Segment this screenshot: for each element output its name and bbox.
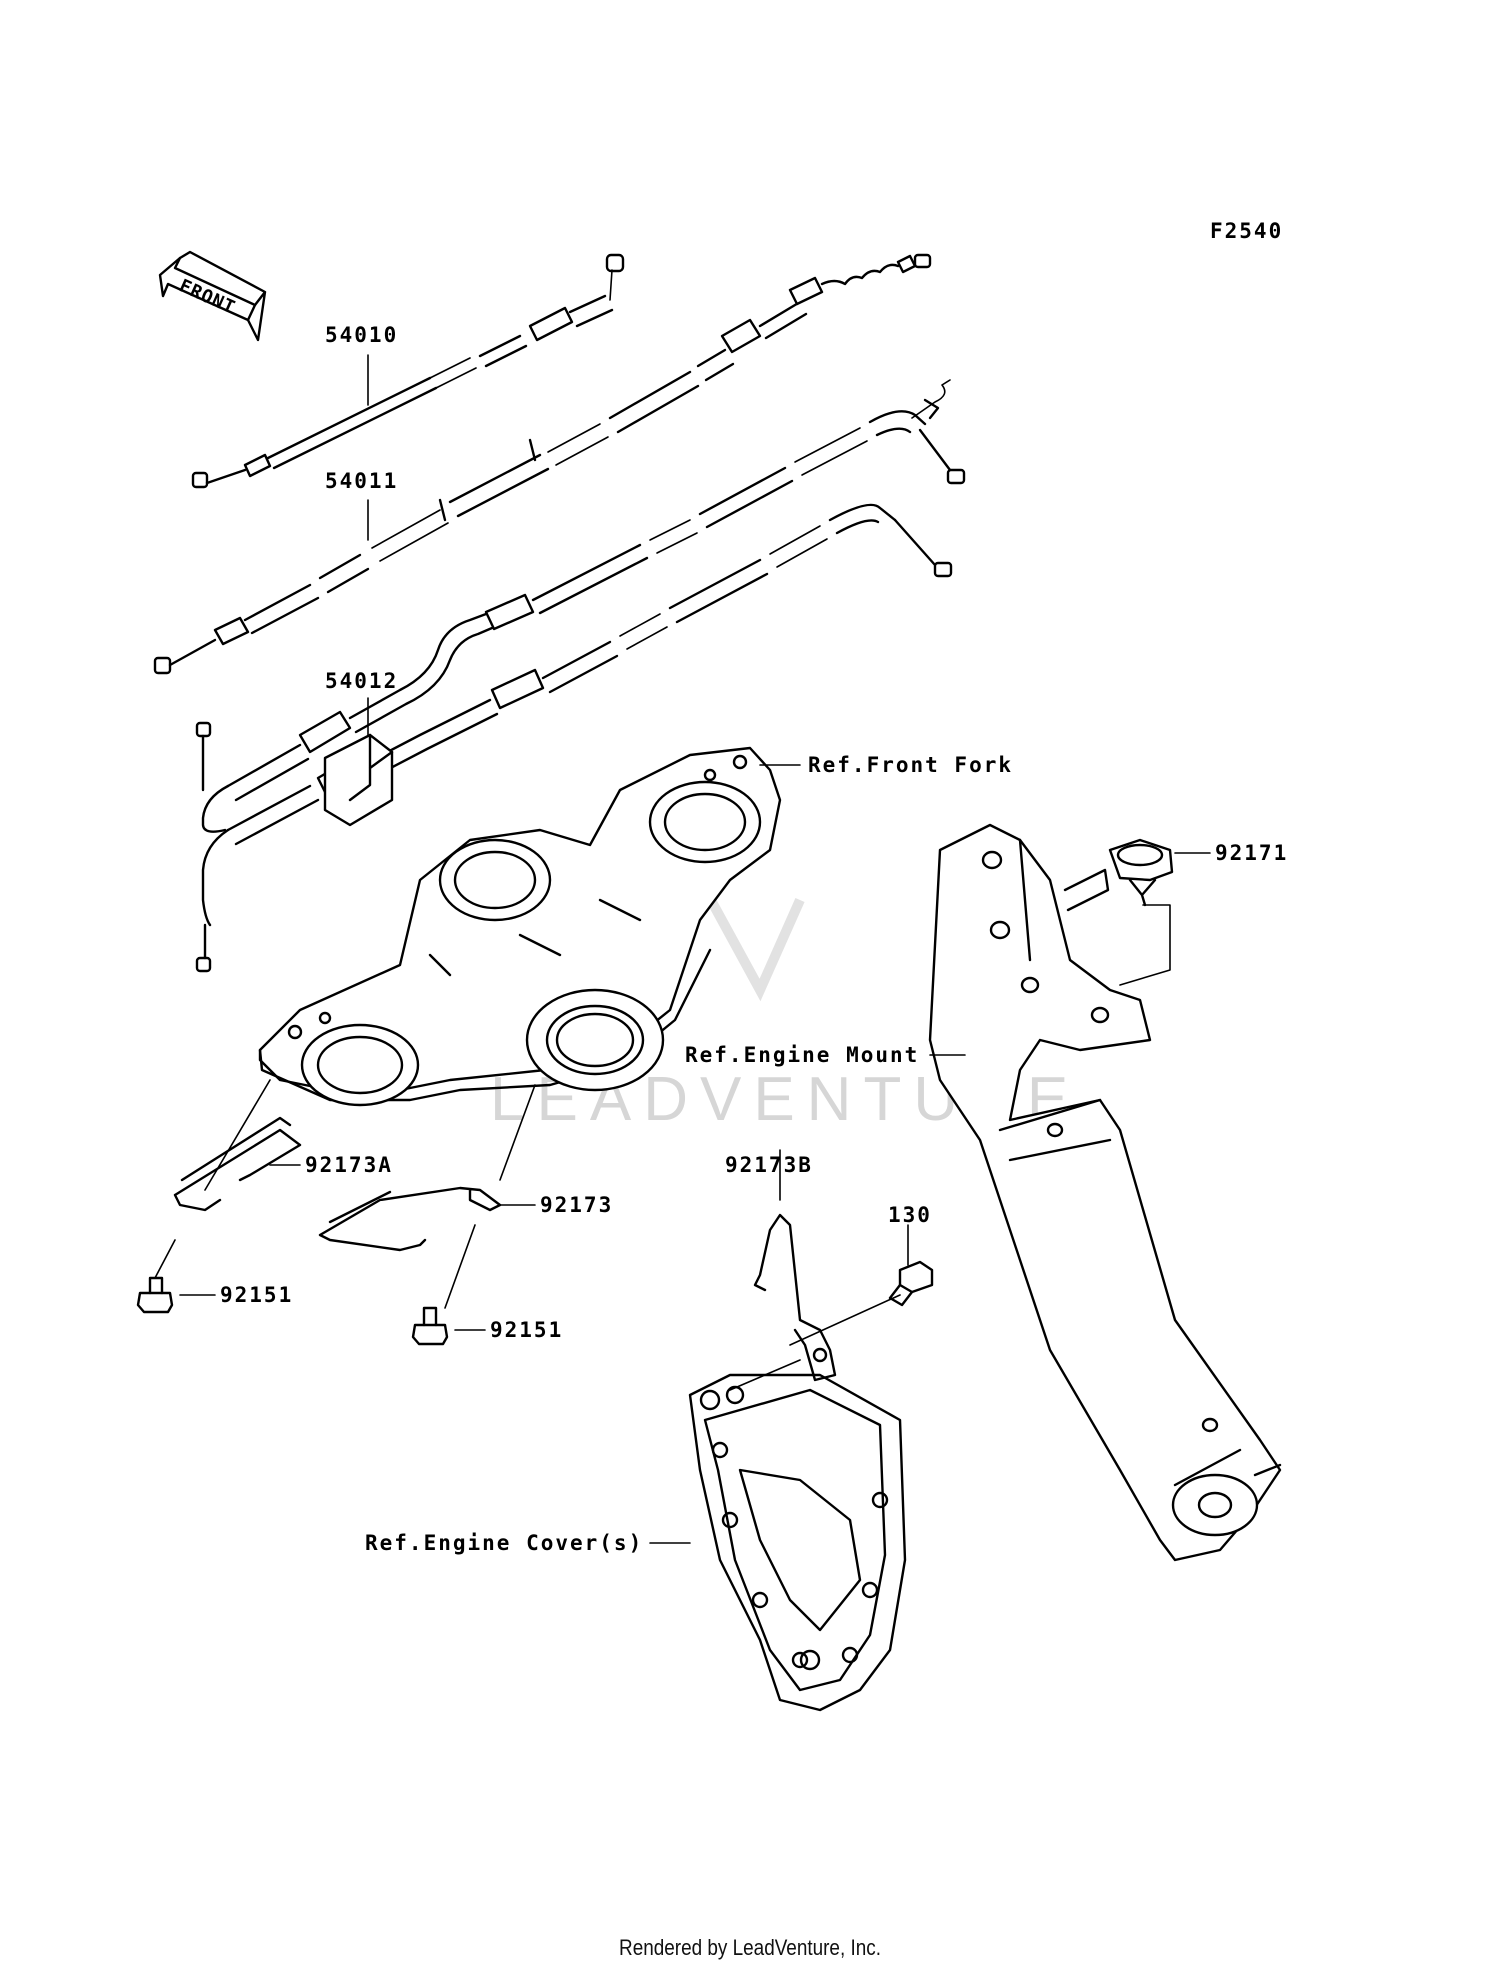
callout-54010: 54010: [325, 323, 398, 347]
callout-92173A: 92173A: [305, 1153, 393, 1177]
callout-54011: 54011: [325, 469, 398, 493]
bracket-92173B: [753, 1213, 837, 1382]
engine-mount: [928, 823, 1282, 1562]
throttle-cable-54011: [153, 253, 932, 675]
leader-lines: [154, 354, 1211, 1544]
callouts: 54010 54011 54012 Ref.Front Fork 92171 R…: [220, 323, 1288, 1555]
throttle-cables-54012: [195, 379, 966, 973]
callout-92173: 92173: [540, 1193, 613, 1217]
clamp-92171: [1108, 838, 1174, 907]
bolt-130: [888, 1260, 934, 1307]
bolt-92151-left: [136, 1276, 174, 1314]
guide-92173: [318, 1186, 502, 1252]
callout-92173B: 92173B: [725, 1153, 813, 1177]
callout-130: 130: [888, 1203, 932, 1227]
callout-ref-front-fork: Ref.Front Fork: [808, 753, 1013, 777]
callout-92151-left: 92151: [220, 1283, 293, 1307]
callout-54012: 54012: [325, 669, 398, 693]
callout-ref-engine-cover: Ref.Engine Cover(s): [365, 1531, 643, 1555]
callout-92151-right: 92151: [490, 1318, 563, 1342]
callout-ref-engine-mount: Ref.Engine Mount: [685, 1043, 919, 1067]
engine-cover: [688, 1373, 907, 1712]
footer-credit: Rendered by LeadVenture, Inc.: [619, 1935, 881, 1960]
callout-92171: 92171: [1215, 841, 1288, 865]
front-arrow-icon: FRONT: [158, 250, 267, 342]
clutch-cable-54010: [191, 253, 625, 489]
triple-clamp: [258, 746, 782, 1107]
diagram-code: F2540: [1210, 219, 1283, 243]
bolt-92151-right: [411, 1306, 449, 1346]
guide-92173A: [173, 1116, 302, 1212]
